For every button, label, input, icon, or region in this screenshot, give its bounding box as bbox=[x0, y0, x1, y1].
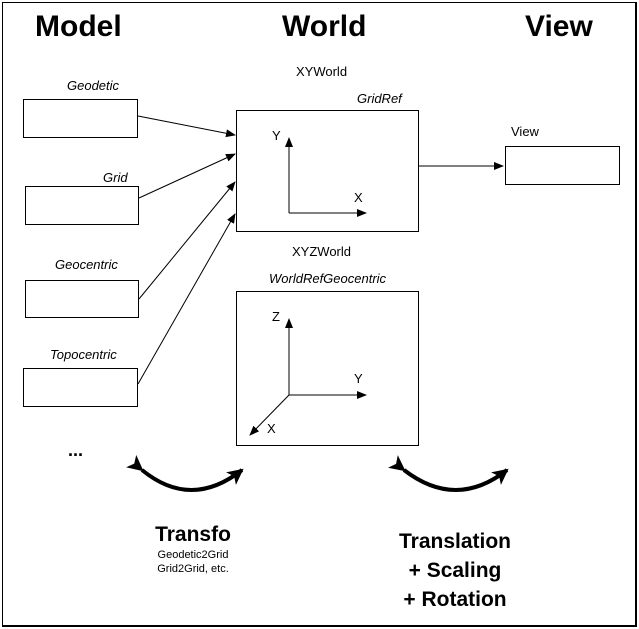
arrow-grid-to-gridref bbox=[138, 153, 236, 199]
transfo-line-1: Geodetic2Grid bbox=[157, 549, 229, 561]
model-box-geocentric bbox=[25, 280, 139, 318]
model-label-geodetic: Geodetic bbox=[67, 78, 120, 93]
worldrefgeocentric-label: WorldRefGeocentric bbox=[269, 271, 387, 286]
view-transform-curved-arrow bbox=[388, 455, 509, 492]
worldrefgeocentric-box bbox=[236, 291, 419, 446]
ellipsis: ... bbox=[68, 440, 84, 460]
header-world: World bbox=[282, 10, 367, 43]
xyz-axis-y-label: Y bbox=[354, 371, 363, 386]
view-transform-line-3: + Rotation bbox=[403, 588, 507, 611]
arrow-geocentric-to-gridref bbox=[138, 181, 236, 300]
view-transform-line-1: Translation bbox=[398, 530, 512, 553]
view-label: View bbox=[511, 124, 539, 139]
gridref-axis-x-label: X bbox=[354, 190, 363, 205]
gridref-label: GridRef bbox=[357, 91, 402, 106]
xyz-axis-x-label: X bbox=[267, 421, 276, 436]
model-box-topocentric bbox=[23, 368, 138, 407]
header-view: View bbox=[525, 10, 593, 43]
xyz-axis-z-label: Z bbox=[272, 309, 280, 324]
transfo-title: Transfo bbox=[155, 523, 231, 546]
xyzworld-title: XYZWorld bbox=[292, 244, 351, 259]
model-box-geodetic bbox=[23, 99, 138, 138]
view-box bbox=[505, 146, 620, 185]
model-label-grid: Grid bbox=[103, 170, 128, 185]
gridref-box bbox=[236, 110, 419, 232]
model-label-geocentric: Geocentric bbox=[55, 257, 118, 272]
transfo-line-2: Grid2Grid, etc. bbox=[157, 563, 229, 575]
arrow-topocentric-to-gridref bbox=[137, 213, 236, 385]
view-transform-line-2: + Scaling bbox=[408, 559, 502, 582]
transfo-curved-arrow bbox=[126, 454, 244, 492]
model-label-topocentric: Topocentric bbox=[50, 347, 117, 362]
model-box-grid bbox=[25, 186, 139, 225]
header-model: Model bbox=[35, 10, 122, 43]
xyz-axis-x bbox=[249, 394, 290, 436]
gridref-axis-y-label: Y bbox=[272, 128, 281, 143]
xyworld-title: XYWorld bbox=[296, 64, 348, 79]
arrow-geodetic-to-gridref bbox=[137, 115, 236, 138]
